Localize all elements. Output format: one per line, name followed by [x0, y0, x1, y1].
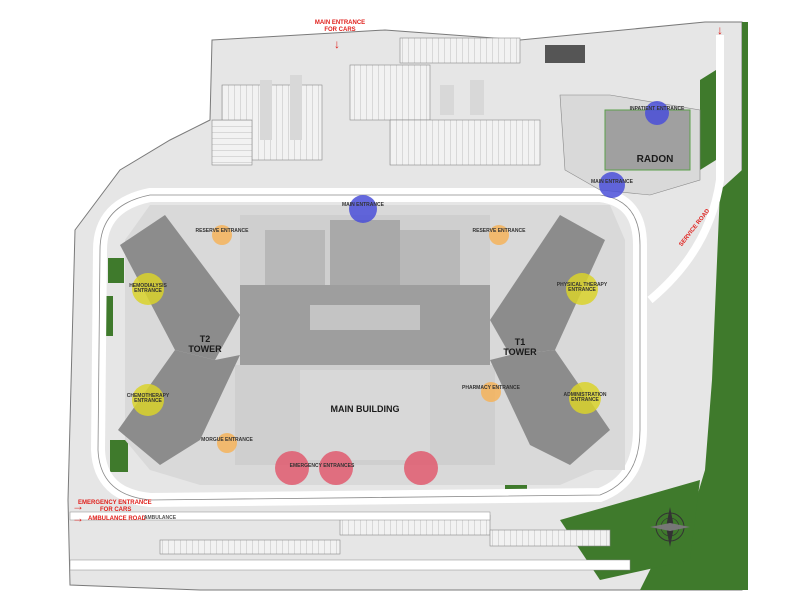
main-cars-label-1: MAIN ENTRANCE: [314, 20, 366, 26]
parking-block: [399, 37, 521, 64]
inpatient-label: INPATIENT ENTRANCE: [629, 106, 685, 112]
main-entrance-label: MAIN ENTRANCE: [342, 202, 384, 208]
marker-administration[interactable]: [569, 382, 601, 414]
main-cars-arrow-icon: ↓: [334, 37, 340, 51]
parking-block: [470, 80, 484, 115]
south-parking-row: [159, 539, 341, 555]
marker-emergency-3[interactable]: [404, 451, 438, 485]
marker-main-entrance[interactable]: [349, 195, 377, 223]
parking-block: [389, 119, 541, 166]
t2-label-1: T2: [199, 334, 211, 344]
green-service-belt: [640, 170, 742, 590]
green-strip-east: [742, 22, 748, 590]
marker-hemodialysis[interactable]: [132, 273, 164, 305]
marker-chemotherapy[interactable]: [132, 384, 164, 416]
morgue-label: MORGUE ENTRANCE: [201, 437, 253, 443]
chemotherapy-label: CHEMOTHERAPY ENTRANCE: [126, 393, 170, 405]
administration-label: ADMINISTRATION ENTRANCE: [563, 392, 607, 404]
parking-block: [260, 80, 272, 140]
reserve-right-label: RESERVE ENTRANCE: [472, 228, 526, 234]
parking-block: [349, 64, 431, 121]
reserve-left-label: RESERVE ENTRANCE: [195, 228, 249, 234]
ambulance-road-strip: [69, 511, 491, 521]
marker-pharmacy[interactable]: [481, 382, 501, 402]
radon-main-entrance-label: MAIN ENTRANCE: [591, 179, 633, 185]
ring-road-edge: [97, 194, 641, 501]
marker-physical-therapy[interactable]: [566, 273, 598, 305]
t2-label-2: TOWER: [188, 344, 222, 354]
parking-block: [290, 75, 302, 140]
entrance-markers: [132, 101, 669, 485]
ambulance-label: AMBULANCE: [143, 515, 177, 521]
pharmacy-label: PHARMACY ENTRANCE: [462, 385, 520, 391]
ambulance-road-arrow-icon: →: [72, 511, 84, 525]
emergency-label: EMERGENCY ENTRANCES: [289, 463, 355, 469]
north-parking: [211, 37, 541, 166]
south-access-road: [69, 559, 631, 571]
parking-block: [211, 119, 253, 166]
marker-radon-main-entrance[interactable]: [599, 172, 625, 198]
radon-label: RADON: [636, 154, 674, 165]
marker-emergency-1[interactable]: [275, 451, 309, 485]
marker-emergency-2[interactable]: [319, 451, 353, 485]
parking-block: [440, 85, 454, 115]
marker-inpatient-entrance[interactable]: [645, 101, 669, 125]
t1-label-2: TOWER: [503, 347, 537, 357]
emergency-cars-label-1: EMERGENCY ENTRANCE: [78, 500, 152, 506]
hemodialysis-label: HEMODIALYSIS ENTRANCE: [129, 283, 167, 295]
compass-icon: [650, 507, 690, 547]
service-road-arrow-icon: ↓: [717, 23, 723, 37]
t1-tower: [490, 215, 610, 465]
t1-label-1: T1: [514, 337, 526, 347]
green-south-east: [560, 480, 700, 580]
main-building-label: MAIN BUILDING: [330, 404, 400, 414]
south-parking-row: [489, 529, 611, 547]
marker-reserve-right[interactable]: [489, 225, 509, 245]
t2-tower: [118, 215, 240, 465]
green-radon-east: [700, 70, 716, 170]
green-parking-left-3: [110, 440, 128, 472]
main-cars-label-2: FOR CARS: [324, 27, 356, 33]
ambulance-road-label: AMBULANCE ROAD: [88, 516, 146, 522]
physical-therapy-label: PHYSICAL THERAPY ENTRANCE: [556, 282, 608, 294]
emergency-cars-label-2: FOR CARS: [100, 507, 132, 513]
main-building: [235, 215, 495, 465]
green-parking-left-2: [103, 296, 113, 336]
marker-reserve-left[interactable]: [212, 225, 232, 245]
emergency-cars-arrow-icon: →: [72, 499, 84, 513]
service-road: [647, 35, 724, 304]
green-parking-left: [108, 258, 124, 283]
marker-morgue[interactable]: [217, 433, 237, 453]
